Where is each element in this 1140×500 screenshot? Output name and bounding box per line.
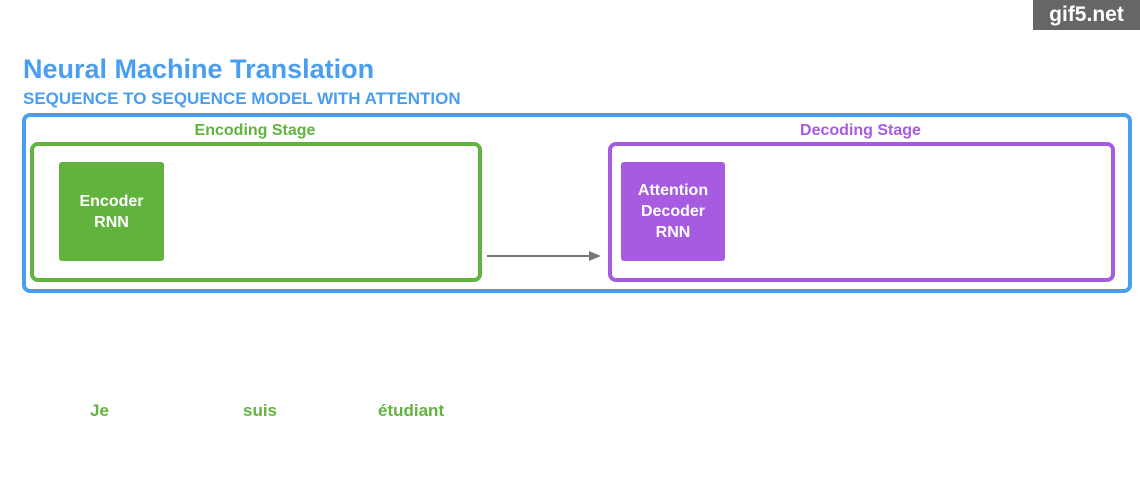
encoding-stage-label: Encoding Stage (194, 122, 316, 139)
decoding-stage-label: Decoding Stage (800, 122, 921, 139)
encoder-rnn-block: Encoder RNN (59, 162, 164, 261)
encoder-block-label-line2: RNN (94, 213, 129, 231)
input-word-je: Je (90, 401, 109, 420)
watermark: gif5.net (1033, 0, 1140, 30)
seq2seq-model-box (22, 113, 1132, 293)
page-title: Neural Machine Translation (23, 54, 375, 84)
attention-decoder-rnn-block: Attention Decoder RNN (621, 162, 725, 261)
decoder-block-label-line1: Attention (637, 182, 709, 199)
decoding-stage-box (608, 142, 1115, 282)
decoder-block-label-line3: RNN (655, 224, 691, 241)
encoding-stage-box (30, 142, 482, 282)
encoder-block-label-line1: Encoder (79, 192, 144, 210)
context-arrow (487, 251, 601, 261)
input-word-suis: suis (243, 401, 278, 420)
decoder-block-label-line2: Decoder (640, 203, 705, 220)
page-subtitle: SEQUENCE TO SEQUENCE MODEL WITH ATTENTIO… (23, 89, 461, 108)
context-arrow-head (589, 251, 601, 261)
input-word-etudiant: étudiant (378, 401, 445, 420)
